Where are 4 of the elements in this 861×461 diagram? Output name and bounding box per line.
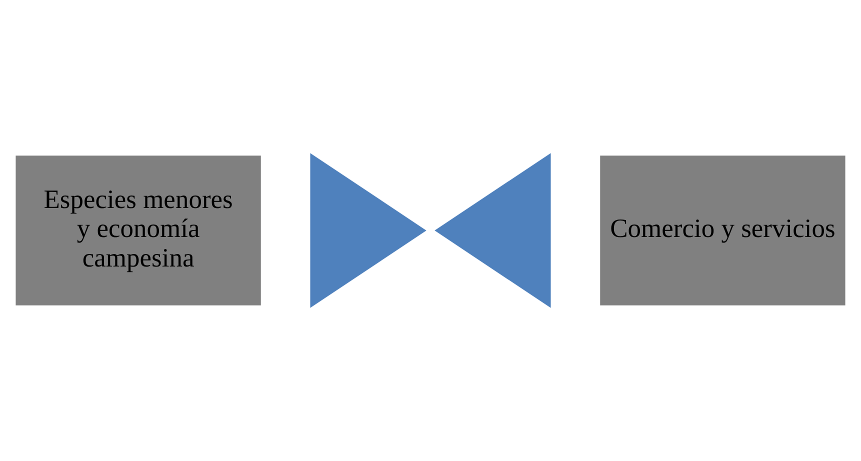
node-triangle xyxy=(310,153,426,308)
node-box: Comercio y servicios xyxy=(597,152,848,308)
node-box: Especies menores y economía campesina xyxy=(13,152,264,308)
node-triangle xyxy=(434,153,551,308)
